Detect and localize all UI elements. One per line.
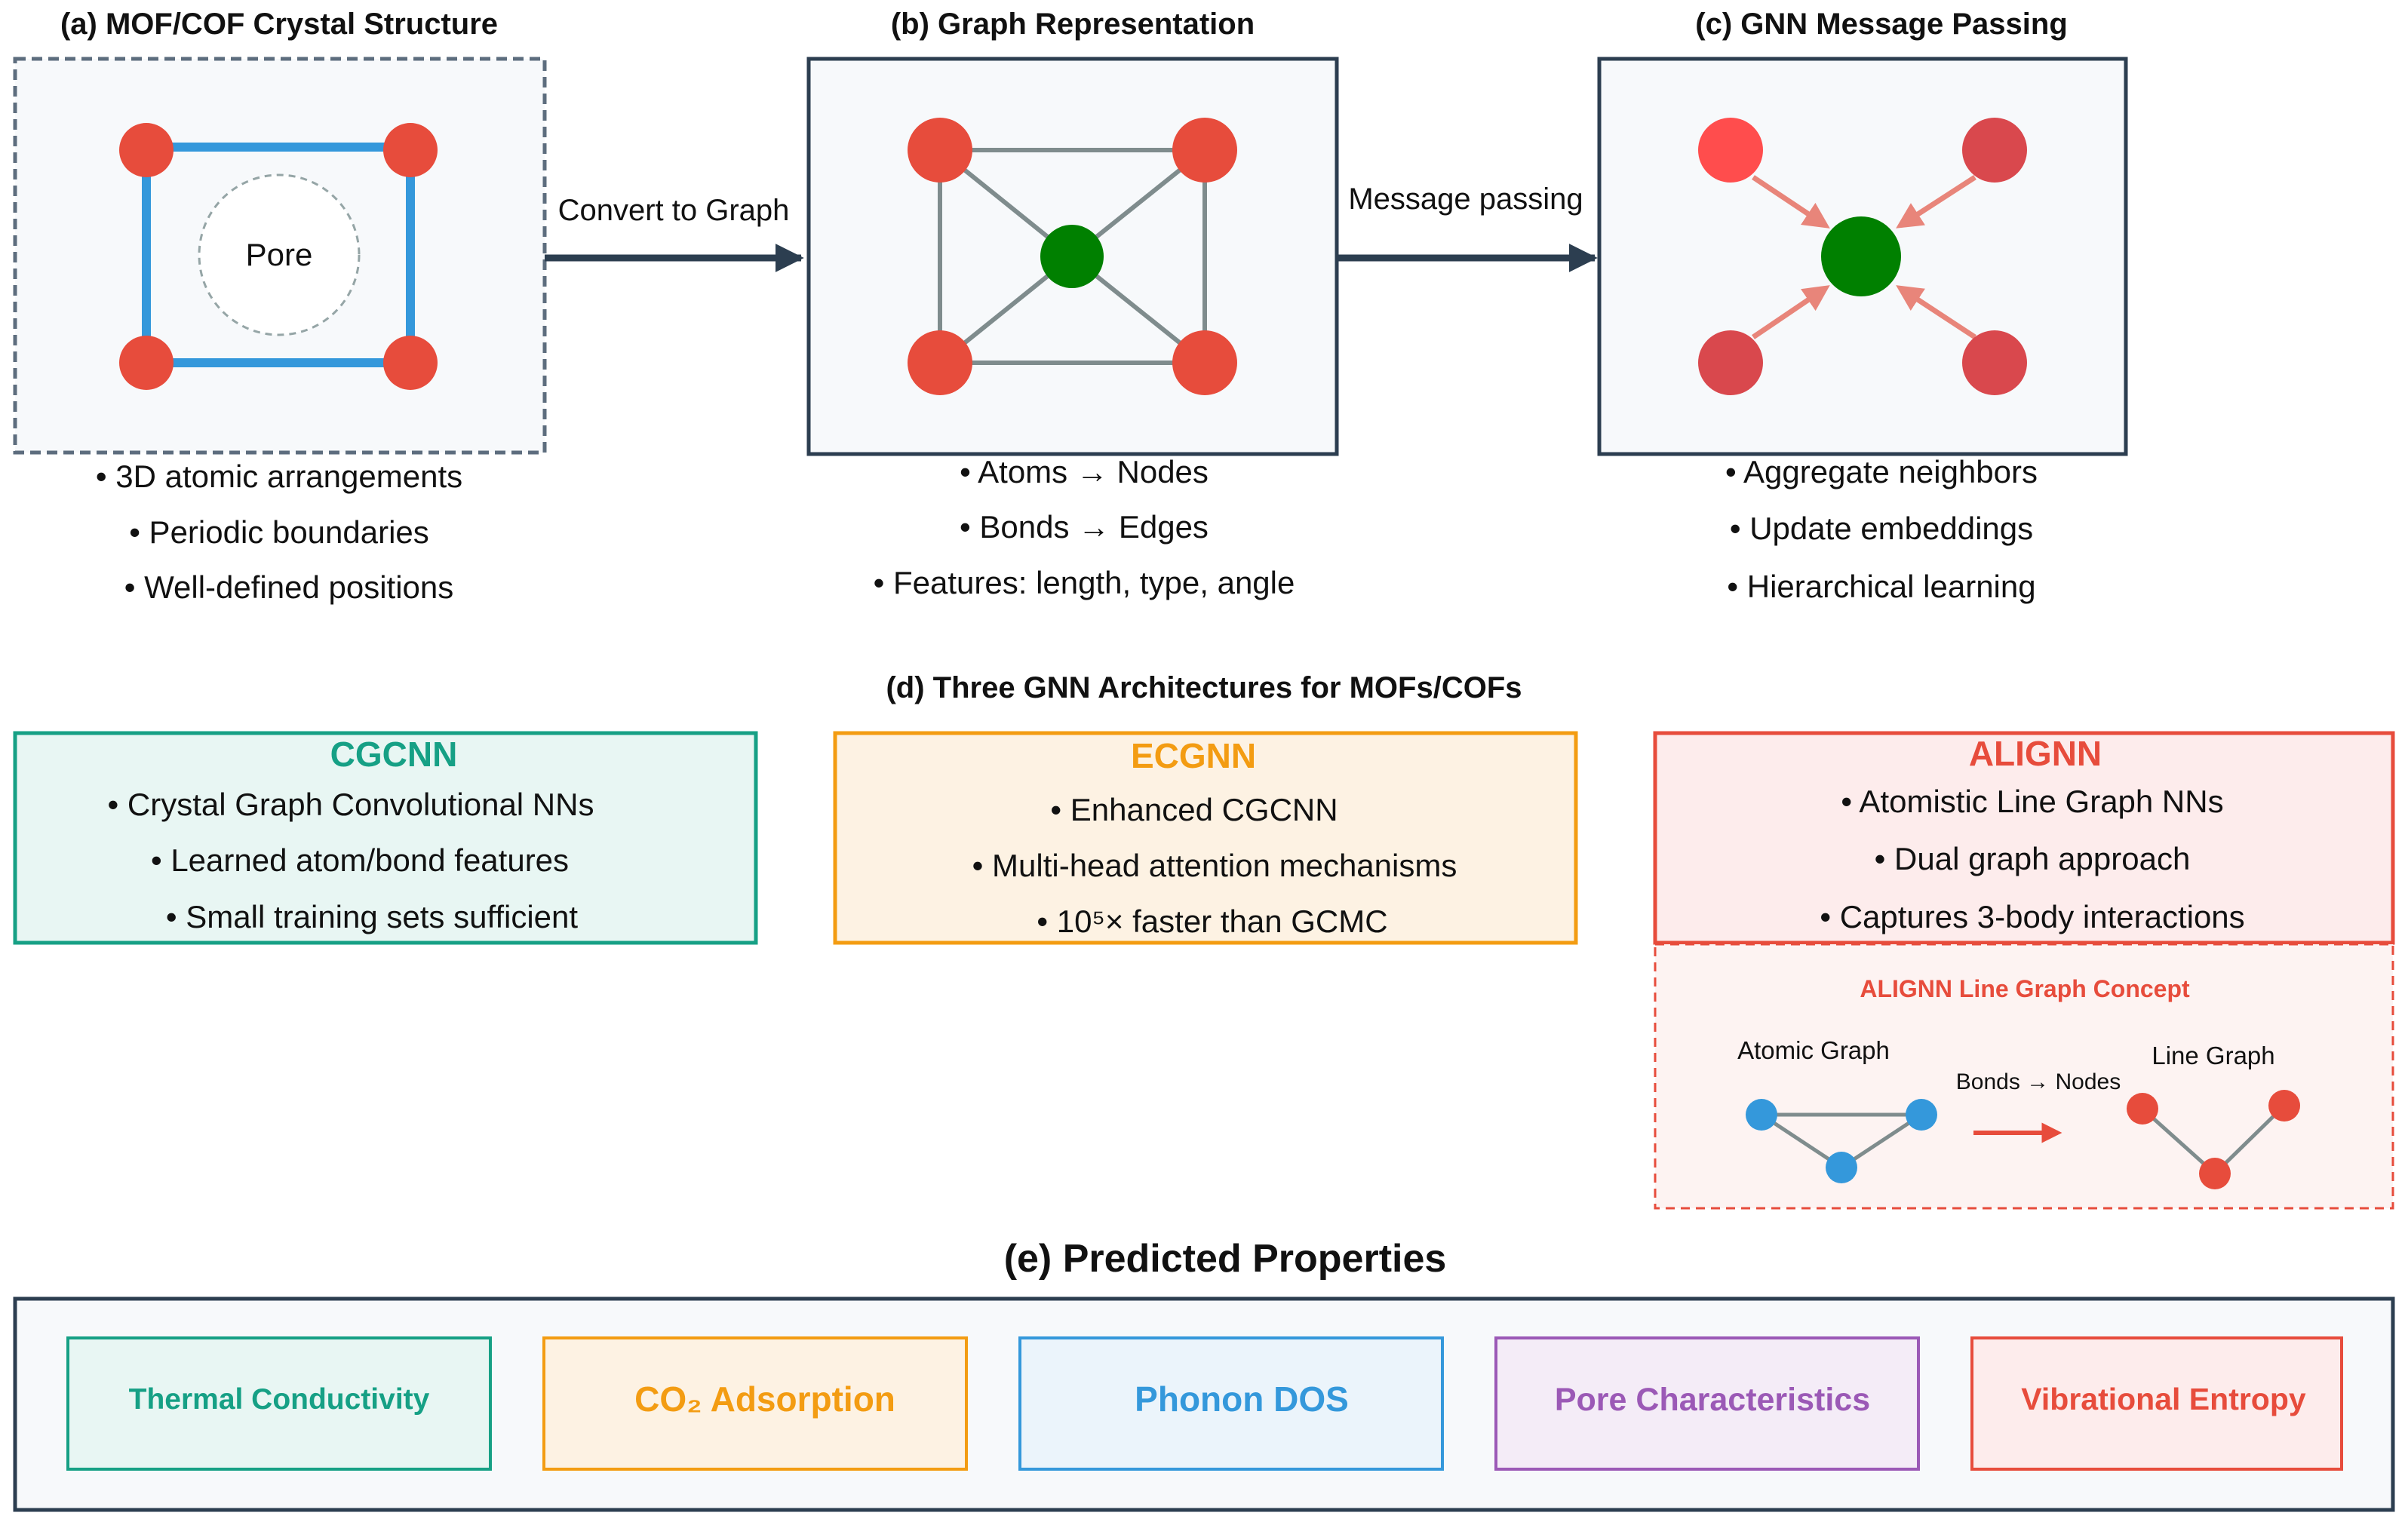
crystal-atom [383,123,438,177]
crystal-atom [119,123,174,177]
alignn-concept-title: ALIGNN Line Graph Concept [1860,975,2190,1002]
ecgnn-bullet: • 10⁵× faster than GCMC [1037,904,1387,939]
property-label: Vibrational Entropy [2021,1382,2306,1416]
atomic-graph-node [1746,1099,1777,1131]
panel-a-bullet: • Periodic boundaries [129,514,429,550]
alignn-bullet: • Atomistic Line Graph NNs [1841,784,2223,819]
arrow-convert-to-graph: Convert to Graph [545,194,804,272]
ecgnn-bullet: • Multi-head attention mechanisms [972,848,1457,883]
property-label: Phonon DOS [1135,1379,1349,1419]
cgcnn-bullet: • Crystal Graph Convolutional NNs [108,787,594,822]
property-label: Pore Characteristics [1555,1382,1870,1418]
message-edge [1896,175,1976,229]
panel-b-bullet: • Atoms → Nodes [960,454,1209,489]
architectures-title: (d) Three GNN Architectures for MOFs/COF… [886,671,1522,704]
alignn-bullet: • Dual graph approach [1875,841,2191,876]
atomic-graph-edge [1840,1112,1923,1170]
property-phonon-dos [1018,1336,1444,1471]
panel-b: (b) Graph Representation • Atoms → Nodes… [806,8,1339,600]
line-graph-edge [2141,1107,2216,1175]
message-arrow-label: Message passing [1348,183,1583,216]
arrow-message-passing: Message passing [1337,183,1598,272]
graph-node [908,330,972,395]
panel-e: (e) Predicted Properties Thermal Conduct… [13,1237,2395,1512]
panel-b-title: (b) Graph Representation [891,8,1255,41]
graph-node [1172,330,1237,395]
property-co2-adsorption [542,1336,968,1471]
atomic-graph-node [1826,1152,1857,1183]
panel-b-bullet: • Bonds → Edges [960,509,1209,545]
line-graph-edge [2213,1104,2286,1175]
neighbor-node [1698,118,1763,183]
alignn-box [1653,731,2395,945]
property-thermal-conductivity [66,1336,492,1471]
crystal-bond-frame [142,143,415,367]
atomic-graph-node [1906,1099,1937,1131]
ecgnn-box [833,731,1578,945]
bonds-to-nodes-label: Bonds → Nodes [1956,1069,2121,1094]
property-pore-characteristics [1494,1336,1920,1471]
panel-b-bullet: • Features: length, type, angle [874,565,1295,600]
ecgnn-bullet: • Enhanced CGCNN [1050,792,1338,827]
line-graph-node [2199,1158,2231,1189]
panel-c-title: (c) GNN Message Passing [1695,8,2068,41]
pore-circle [198,173,361,336]
message-edge [1896,285,1976,339]
line-graph-node [2268,1090,2300,1122]
panel-a-bullet: • Well-defined positions [124,569,454,605]
alignn-concept-box [1654,943,2394,1210]
atomic-graph-edge [1760,1112,1843,1170]
property-vibrational-entropy [1970,1336,2343,1471]
neighbor-node [1698,330,1763,395]
alignn-title: ALIGNN [1969,734,2102,773]
graph-node [1172,118,1237,183]
crystal-atom [119,336,174,390]
crystal-atom [383,336,438,390]
panel-a-title: (a) MOF/COF Crystal Structure [60,8,498,41]
line-graph-label: Line Graph [2152,1042,2274,1069]
alignn-bullet: • Captures 3-body interactions [1820,899,2244,934]
graph-node [908,118,972,183]
neighbor-node [1962,330,2027,395]
target-node [1821,216,1901,296]
properties-title: (e) Predicted Properties [1004,1237,1447,1281]
property-label: CO₂ Adsorption [634,1379,895,1419]
ecgnn-title: ECGNN [1131,736,1256,775]
cgcnn-bullet: • Learned atom/bond features [151,842,569,878]
panel-c: (c) GNN Message Passing • Aggregate neig… [1597,8,2128,604]
panel-c-bullet: • Hierarchical learning [1727,569,2035,604]
pore-label: Pore [246,237,313,272]
panel-c-bullet: • Update embeddings [1730,511,2033,546]
cgcnn-title: CGCNN [330,735,458,774]
line-graph-node [2127,1093,2158,1125]
panel-a: (a) MOF/COF Crystal Structure Pore • 3D … [13,8,547,605]
convert-arrow-label: Convert to Graph [558,194,790,227]
neighbor-node [1962,118,2027,183]
message-edge [1752,175,1830,229]
message-edge [1752,285,1830,339]
panel-d: (d) Three GNN Architectures for MOFs/COF… [13,671,2395,1210]
atomic-graph-label: Atomic Graph [1737,1036,1890,1064]
cgcnn-bullet: • Small training sets sufficient [166,899,578,934]
graph-center-node [1040,225,1104,288]
panel-c-bullet: • Aggregate neighbors [1725,454,2038,489]
panel-a-bullet: • 3D atomic arrangements [96,459,462,494]
cgcnn-box [13,731,758,945]
property-label: Thermal Conductivity [129,1383,430,1416]
